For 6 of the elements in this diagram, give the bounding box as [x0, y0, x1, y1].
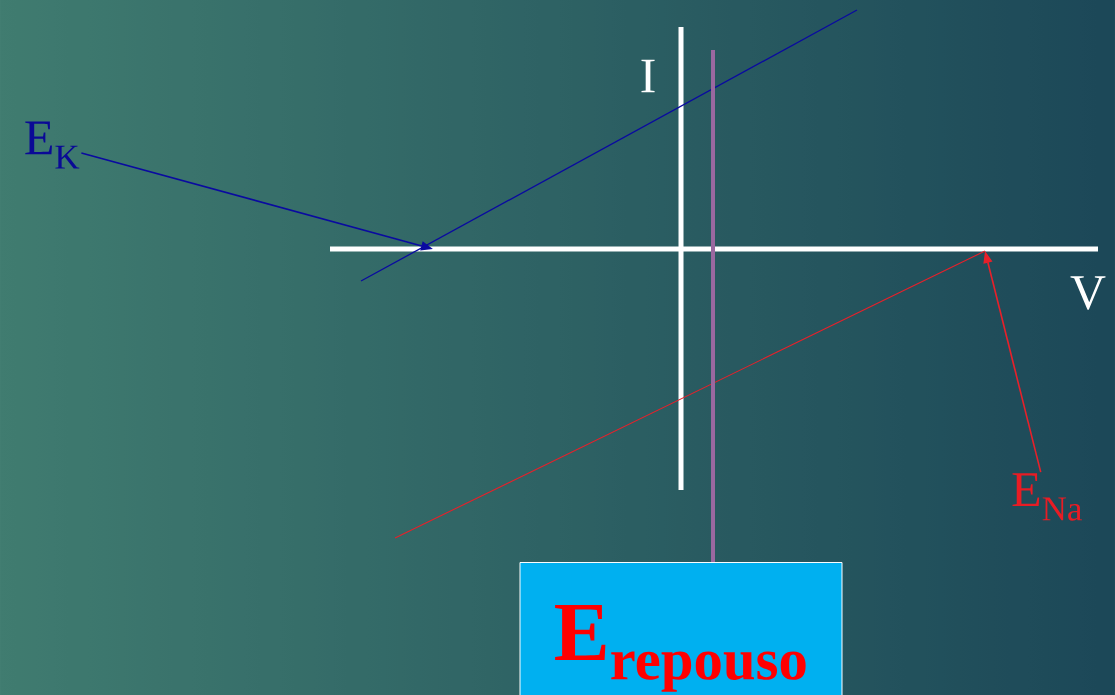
- axis-label: V: [1070, 276, 1106, 310]
- marker-line: [711, 50, 715, 562]
- equilibrium-label: E$_{Na}$: [1012, 473, 1082, 521]
- resting-potential-box: E$_{repouso}$: [519, 562, 843, 695]
- axis-label: I: [641, 59, 655, 93]
- equilibrium-label: E$_{K}$: [25, 121, 80, 169]
